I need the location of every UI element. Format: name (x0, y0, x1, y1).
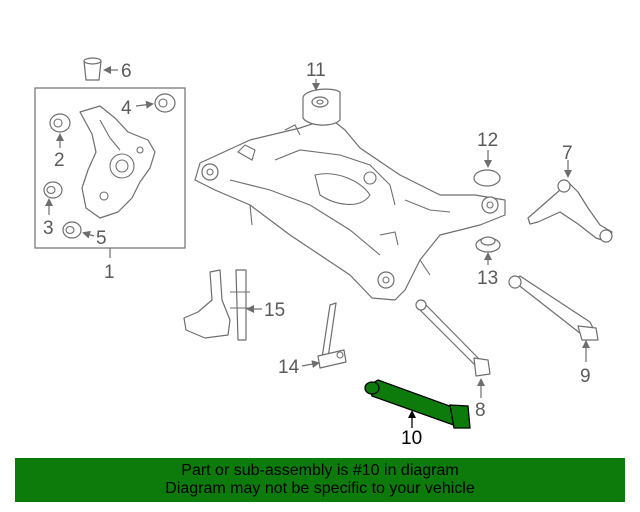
rear-link-10 (364, 379, 471, 429)
info-banner: Part or sub-assembly is #10 in diagram D… (15, 458, 625, 502)
bushing-5 (62, 221, 82, 239)
callout-1: 1 (104, 262, 115, 283)
callout-6: 6 (121, 61, 132, 82)
callout-7: 7 (562, 143, 573, 164)
callout-14: 14 (278, 357, 300, 378)
toe-link-8 (415, 299, 491, 377)
bushing-3 (43, 181, 63, 199)
callout-12: 12 (477, 130, 498, 151)
banner-line-2: Diagram may not be specific to your vehi… (165, 480, 475, 497)
callout-2: 2 (54, 150, 65, 171)
stabilizer-link-14 (317, 302, 347, 369)
callout-13: 13 (477, 268, 498, 289)
callout-3: 3 (43, 218, 54, 239)
knuckle (79, 105, 156, 219)
lateral-link-9 (508, 275, 599, 341)
bushing-4 (154, 93, 176, 113)
callout-9: 9 (580, 366, 591, 387)
callout-8: 8 (475, 400, 486, 421)
upper-arm-7 (527, 179, 613, 243)
callout-10: 10 (401, 428, 422, 449)
callout-11: 11 (306, 60, 326, 81)
washer-12 (473, 169, 501, 187)
bushing-6 (83, 57, 102, 81)
mount-13 (475, 236, 501, 253)
knuckle-assembly-group (34, 87, 186, 258)
callout-5: 5 (96, 228, 107, 249)
parts-diagram: 1 2 3 4 5 6 7 8 9 10 11 12 13 14 15 (34, 57, 613, 449)
callout-15: 15 (264, 300, 285, 321)
bracket-15 (183, 269, 250, 341)
mount-bushing-11 (302, 88, 341, 126)
bushing-2 (49, 113, 71, 133)
banner-line-1: Part or sub-assembly is #10 in diagram (181, 462, 459, 479)
rear-subframe (194, 117, 506, 301)
callout-4: 4 (121, 98, 132, 119)
